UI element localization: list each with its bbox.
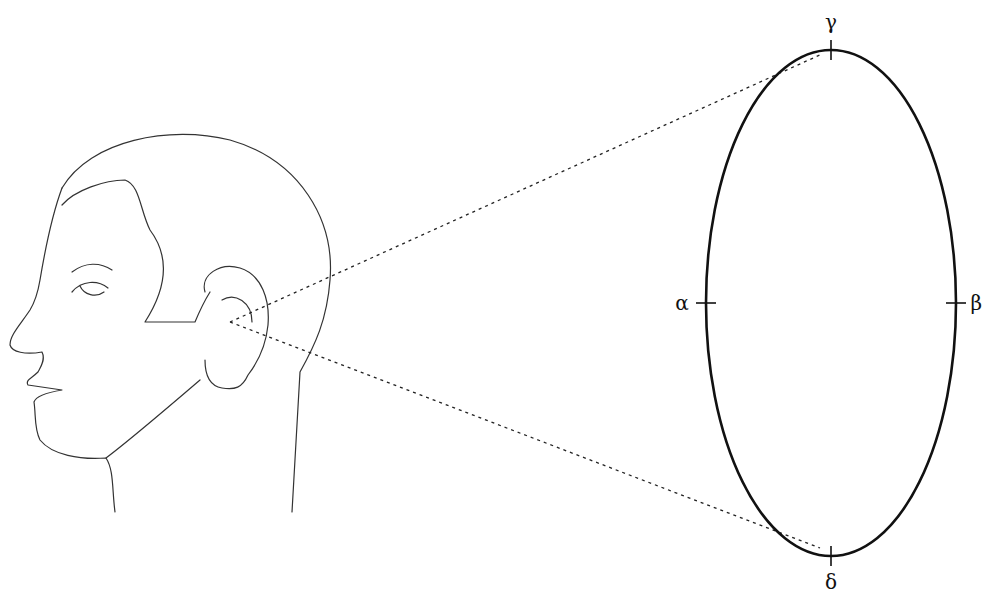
- axis-label: δ: [825, 572, 837, 592]
- visual-field-ellipse: [706, 50, 956, 556]
- tick-mark: [946, 302, 966, 304]
- skull-outline: [62, 134, 330, 512]
- ear: [204, 267, 268, 389]
- axis-label: β: [970, 293, 982, 313]
- eyebrow: [72, 264, 112, 272]
- jaw-line: [106, 380, 200, 458]
- eye: [72, 282, 108, 295]
- tick-mark: [830, 40, 832, 60]
- tick-mark: [696, 302, 716, 304]
- axis-label: γ: [825, 12, 837, 32]
- sight-line: [230, 322, 820, 548]
- tick-mark: [830, 546, 832, 566]
- hairline: [62, 180, 210, 322]
- sight-line: [230, 54, 822, 322]
- face-profile: [10, 188, 115, 512]
- axis-label: α: [675, 293, 689, 313]
